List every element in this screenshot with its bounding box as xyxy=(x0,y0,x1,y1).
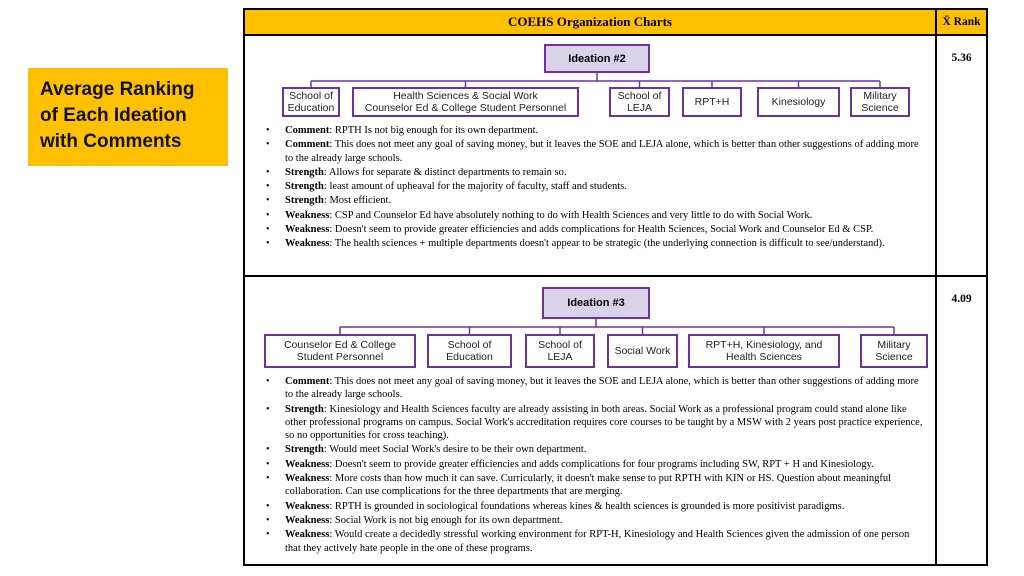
org-unit-box: School of LEJA xyxy=(525,334,595,368)
bullet-icon: • xyxy=(266,514,270,526)
org-chart-connectors xyxy=(339,319,895,334)
comment-item: • Strength: Allows for separate & distinc… xyxy=(257,166,925,179)
comment-text: Weakness: More costs than how much it ca… xyxy=(285,473,892,498)
comment-text: Strength: Kinesiology and Health Science… xyxy=(285,403,923,442)
bullet-icon: • xyxy=(266,500,270,512)
comment-item: • Weakness: Doesn't seem to provide great… xyxy=(257,458,925,471)
bullet-icon: • xyxy=(266,181,270,193)
comment-text: Weakness: CSP and Counselor Ed have abso… xyxy=(285,209,813,221)
bullet-icon: • xyxy=(266,139,270,151)
comment-text: Weakness: Would create a decidedly stres… xyxy=(285,529,910,554)
comment-item: • Weakness: Doesn't seem to provide great… xyxy=(257,223,925,236)
comment-text: Comment: This does not meet any goal of … xyxy=(285,376,919,401)
comment-item: • Weakness: Would create a decidedly stre… xyxy=(257,528,925,555)
comment-item: • Weakness: CSP and Counselor Ed have abs… xyxy=(257,209,925,222)
comment-text: Comment: RPTH Is not big enough for its … xyxy=(285,125,539,136)
comment-text: Weakness: RPTH is grounded in sociologic… xyxy=(285,500,845,512)
comment-item: • Weakness: The health sciences + multipl… xyxy=(257,237,925,250)
bullet-icon: • xyxy=(266,125,270,136)
table-header-rank: X̄ Rank xyxy=(937,10,986,36)
comment-list: • Comment: This does not meet any goal of… xyxy=(245,372,935,555)
bullet-icon: • xyxy=(266,195,270,207)
comment-text: Weakness: Doesn't seem to provide greate… xyxy=(285,224,874,236)
org-unit-box: Military Science xyxy=(860,334,928,368)
comment-item: • Strength: Would meet Social Work's desi… xyxy=(257,443,925,456)
comment-item: • Strength: least amount of upheaval for … xyxy=(257,180,925,193)
bullet-icon: • xyxy=(266,209,270,221)
ideation-3-box: Ideation #3 xyxy=(542,287,650,319)
bullet-icon: • xyxy=(266,166,270,178)
bullet-icon: • xyxy=(266,458,270,470)
comment-item: • Comment: RPTH Is not big enough for its… xyxy=(257,124,925,137)
bullet-icon: • xyxy=(266,403,270,415)
comment-item: • Comment: This does not meet any goal of… xyxy=(257,375,925,402)
ideation-2-box: Ideation #2 xyxy=(544,44,650,73)
bullet-icon: • xyxy=(266,473,270,485)
bullet-icon: • xyxy=(266,529,270,541)
org-chart-connectors xyxy=(310,73,881,87)
comment-item: • Weakness: More costs than how much it c… xyxy=(257,472,925,499)
comment-text: Strength: Allows for separate & distinct… xyxy=(285,166,567,178)
ideation-3-org-chart: Ideation #3 Counselor Ed & College Stude… xyxy=(245,277,935,372)
org-unit-box: Health Sciences & Social Work Counselor … xyxy=(352,87,579,117)
ideation-2-section: Ideation #2 School of Education Health Sc… xyxy=(245,36,937,277)
org-unit-box: School of LEJA xyxy=(609,87,670,117)
comment-item: • Weakness: RPTH is grounded in sociologi… xyxy=(257,500,925,513)
comment-text: Weakness: Social Work is not big enough … xyxy=(285,514,563,526)
org-unit-box: School of Education xyxy=(427,334,512,368)
comment-text: Weakness: Doesn't seem to provide greate… xyxy=(285,458,874,470)
org-unit-box: School of Education xyxy=(282,87,340,117)
rank-value-ideation-2: 5.36 xyxy=(937,36,986,277)
comment-text: Weakness: The health sciences + multiple… xyxy=(285,238,885,250)
org-unit-box: Counselor Ed & College Student Personnel xyxy=(264,334,416,368)
comment-item: • Comment: This does not meet any goal of… xyxy=(257,138,925,165)
org-unit-box: Kinesiology xyxy=(757,87,840,117)
comment-item: • Strength: Kinesiology and Health Scienc… xyxy=(257,403,925,443)
comment-text: Strength: least amount of upheaval for t… xyxy=(285,181,627,193)
bullet-icon: • xyxy=(266,376,270,387)
comment-text: Comment: This does not meet any goal of … xyxy=(285,139,919,164)
comment-list: • Comment: RPTH Is not big enough for its… xyxy=(245,121,935,251)
rank-value-ideation-3: 4.09 xyxy=(951,293,972,305)
comment-item: • Strength: Most efficient. xyxy=(257,194,925,207)
ideation-3-section: Ideation #3 Counselor Ed & College Stude… xyxy=(245,277,937,564)
org-unit-box: Military Science xyxy=(850,87,910,117)
comment-text: Strength: Most efficient. xyxy=(285,195,392,207)
ideation-2-org-chart: Ideation #2 School of Education Health Sc… xyxy=(245,36,935,121)
bullet-icon: • xyxy=(266,238,270,250)
comment-text: Strength: Would meet Social Work's desir… xyxy=(285,444,587,456)
bullet-icon: • xyxy=(266,224,270,236)
table-header-title: COEHS Organization Charts xyxy=(245,10,937,36)
comment-item: • Weakness: Social Work is not big enough… xyxy=(257,514,925,527)
org-chart-table: COEHS Organization Charts X̄ Rank Ideati… xyxy=(243,8,988,566)
org-unit-box: RPT+H xyxy=(682,87,742,117)
org-unit-box: Social Work xyxy=(607,334,678,368)
org-unit-box: RPT+H, Kinesiology, and Health Sciences xyxy=(688,334,840,368)
bullet-icon: • xyxy=(266,444,270,456)
slide-title: Average Ranking of Each Ideation with Co… xyxy=(28,68,228,166)
